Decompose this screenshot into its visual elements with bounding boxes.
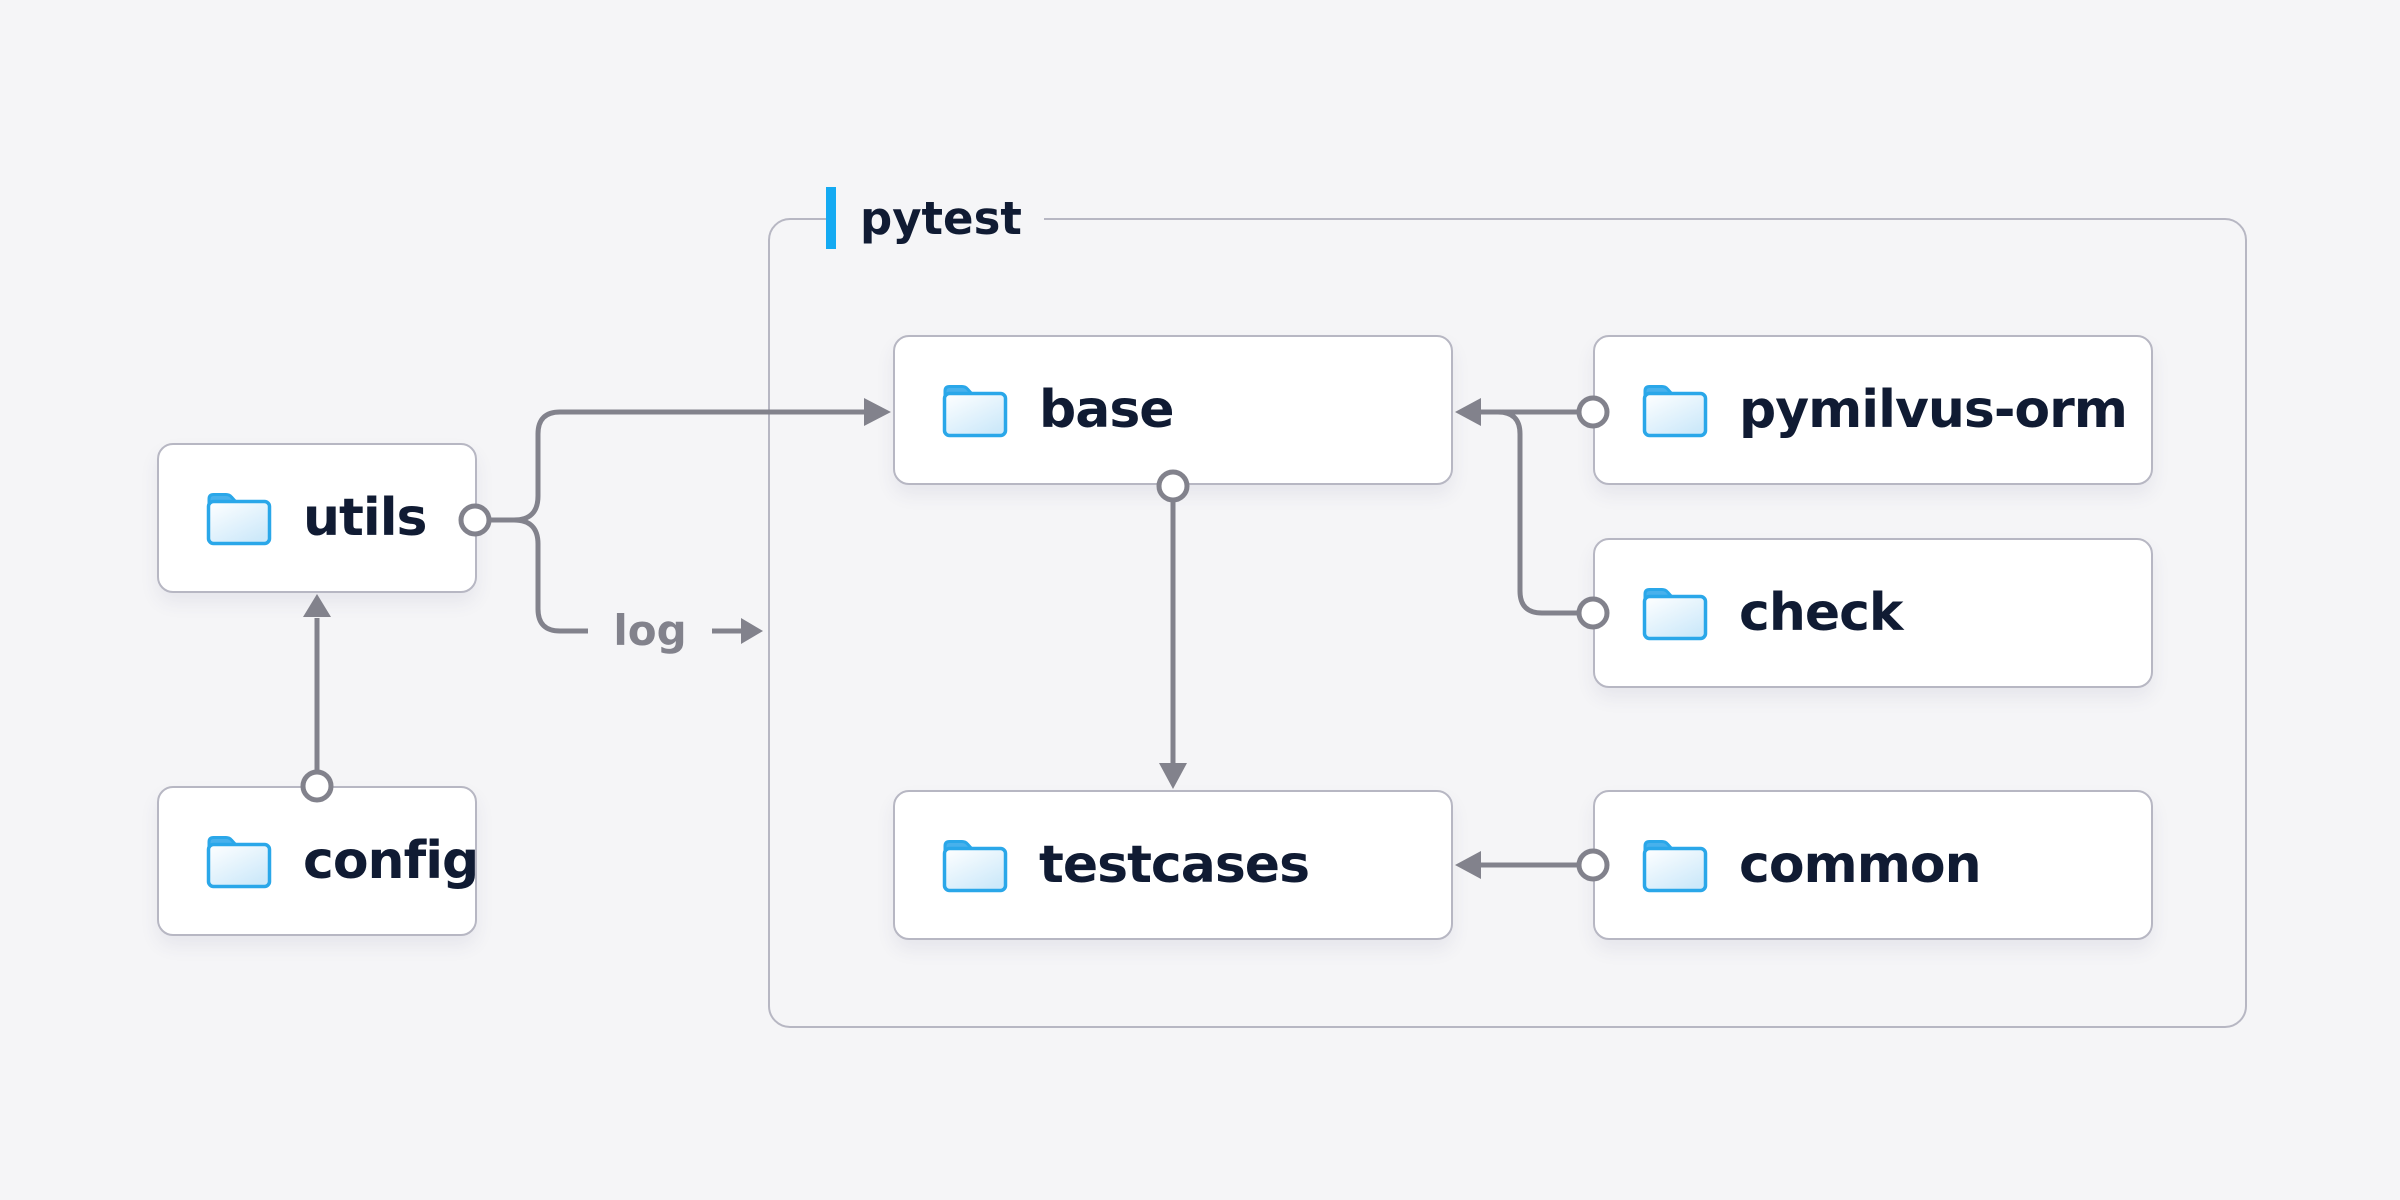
node-label: utils [303, 488, 427, 548]
node-label: base [1039, 380, 1175, 440]
edge-utils-log [490, 517, 588, 634]
pytest-label-text: pytest [860, 191, 1022, 245]
node-config: config [157, 786, 479, 936]
node-base: base [893, 335, 1453, 485]
node-check: check [1593, 538, 2153, 688]
node-label: testcases [1039, 835, 1310, 895]
pytest-group-label: pytest [826, 186, 1044, 250]
folder-icon [941, 837, 1009, 894]
node-label: common [1739, 835, 1982, 895]
node-pymilvus-orm: pymilvus-orm [1593, 335, 2153, 485]
folder-icon [1641, 382, 1709, 439]
arrowhead-up-utils [303, 594, 331, 617]
node-utils: utils [157, 443, 477, 593]
node-label: config [303, 831, 479, 891]
node-testcases: testcases [893, 790, 1453, 940]
accent-bar [826, 187, 836, 249]
folder-icon [205, 833, 273, 890]
arrowhead-right-log [741, 618, 763, 644]
node-label: check [1739, 583, 1904, 643]
folder-icon [205, 490, 273, 547]
folder-icon [1641, 837, 1709, 894]
edge-label-log: log [613, 606, 687, 655]
pytest-group-container [768, 218, 2247, 1028]
folder-icon [1641, 585, 1709, 642]
node-label: pymilvus-orm [1739, 380, 2128, 440]
node-common: common [1593, 790, 2153, 940]
folder-icon [941, 382, 1009, 439]
